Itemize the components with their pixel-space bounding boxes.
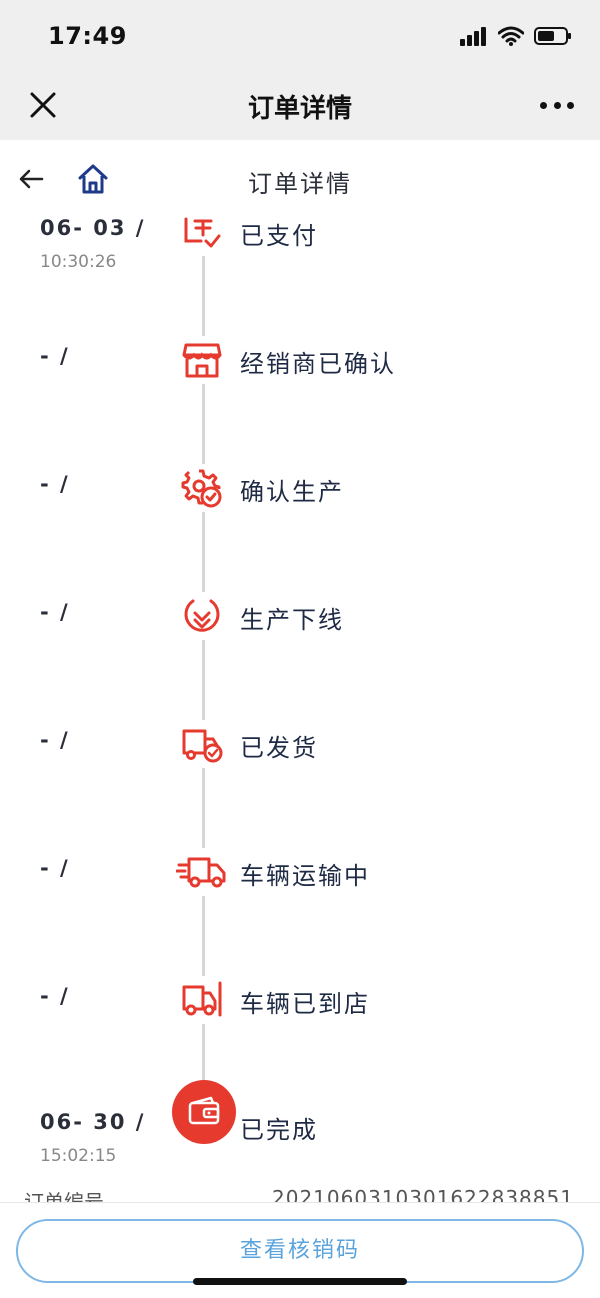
timeline-item: - / 车辆运输中 [0,848,600,936]
timeline-date: 06- 03 / [40,216,146,240]
close-icon[interactable] [26,88,60,122]
more-icon[interactable] [540,92,574,118]
back-arrow-icon[interactable] [16,164,46,194]
timeline-item: - / 已发货 [0,720,600,808]
timeline-label: 车辆已到店 [240,990,370,1018]
battery-icon [534,27,571,45]
top-background [0,0,600,140]
timeline-label: 已支付 [240,222,318,250]
timeline-label: 已完成 [240,1116,318,1144]
order-number-label: 订单编号 [24,1190,104,1204]
store-icon [178,336,226,384]
timeline-label: 确认生产 [240,478,344,506]
paid-icon [178,208,226,256]
truck-moving-icon [174,848,230,896]
status-time: 17:49 [48,22,127,50]
view-verification-code-button[interactable]: 查看核销码 [16,1219,584,1283]
status-icons [460,26,572,46]
timeline-item: - / 经销商已确认 [0,336,600,424]
timeline-date: - / [40,472,70,496]
timeline-label: 已发货 [240,734,318,762]
webview-nav-bar: 订单详情 [0,72,600,140]
timeline-date: 06- 30 / [40,1110,146,1134]
timeline-date: - / [40,600,70,624]
order-number-value: 2021060310301622838851​08 [272,1186,574,1204]
timeline-label: 经销商已确认 [240,350,396,378]
timeline-date: - / [40,984,70,1008]
timeline-line [202,230,205,1120]
timeline-time: 15:02:15 [40,1146,117,1166]
timeline-item: - / 车辆已到店 [0,976,600,1064]
status-bar: 17:49 [0,0,600,72]
page-title: 订单详情 [248,170,352,198]
timeline-date: - / [40,856,70,880]
timeline-time: 10:30:26 [40,252,117,272]
timeline-item: 06- 03 / 10:30:26 已支付 [0,208,600,296]
order-timeline: 06- 03 / 10:30:26 已支付 - / 经销商已确认 - / [0,200,600,1200]
timeline-item: 06- 30 / 15:02:15 已完成 [0,1080,600,1190]
timeline-date: - / [40,728,70,752]
timeline-date: - / [40,344,70,368]
order-number-row: 订单编号 2021060310301622838851​08 [0,1186,600,1204]
truck-check-icon [178,720,226,768]
wallet-icon [172,1080,236,1144]
wifi-icon [498,26,524,46]
signal-icon [460,27,486,46]
timeline-label: 车辆运输中 [240,862,370,890]
page-header: 订单详情 [0,140,600,214]
timeline-item: - / 确认生产 [0,464,600,552]
home-indicator [193,1278,407,1285]
download-circle-icon [178,592,226,640]
home-icon[interactable] [76,162,110,196]
truck-arrived-icon [178,976,226,1024]
gear-check-icon [178,464,226,512]
timeline-label: 生产下线 [240,606,344,634]
timeline-item: - / 生产下线 [0,592,600,680]
webview-title: 订单详情 [247,94,352,124]
